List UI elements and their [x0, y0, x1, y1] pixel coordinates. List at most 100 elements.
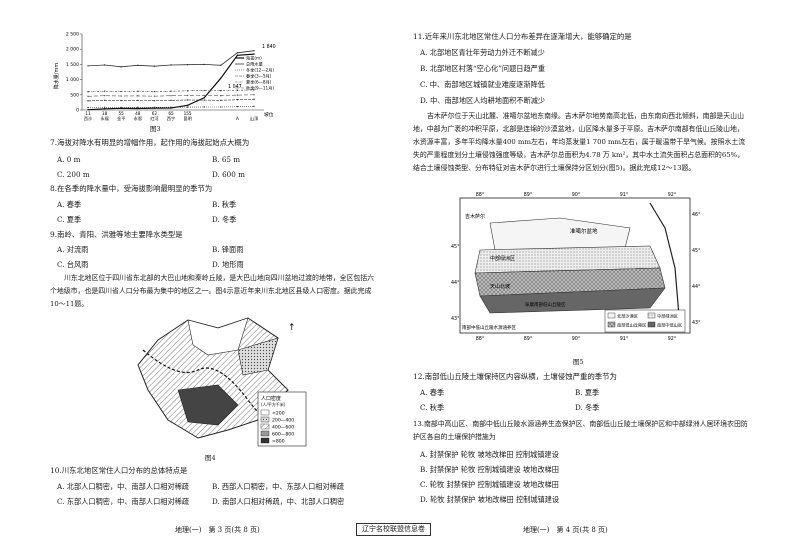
q8-option-d[interactable]: D. 冬季 — [212, 215, 237, 224]
q8-option-a[interactable]: A. 春季 — [57, 200, 82, 209]
q12-option-c[interactable]: C. 秋季 — [420, 403, 445, 412]
series-point — [253, 53, 255, 55]
legend-label: 春季(3—5月) — [246, 73, 272, 80]
series-point — [253, 94, 255, 96]
series-point — [203, 106, 205, 108]
series-line — [87, 53, 255, 111]
q13-option-b[interactable]: B. 封禁保护 轮牧 控制城镇建设 坡地改梯田 — [420, 465, 559, 474]
x-category-label: 62 — [152, 111, 158, 116]
q7-option-a[interactable]: A. 0 m — [57, 155, 81, 164]
series-point — [186, 94, 189, 97]
longitude-label: 91° — [620, 192, 629, 198]
series-point — [170, 90, 172, 92]
series-point — [103, 108, 106, 110]
series-point — [170, 64, 172, 66]
y-tick-label: 2 500 — [66, 32, 79, 38]
series-point — [186, 106, 189, 108]
latitude-label: 46° — [692, 212, 700, 218]
q10-stem: 10.川东北地区常住人口分布的总体特点是 — [50, 466, 188, 475]
latitude-label: 43° — [451, 316, 460, 322]
station-label: 山顶 — [250, 115, 259, 122]
series-point — [236, 89, 239, 91]
x-category-label: 155 — [184, 111, 192, 116]
series-point — [137, 95, 139, 97]
q13-option-d[interactable]: D. 轮牧 封禁保护 坡地改梯田 控制城镇建设 — [420, 495, 560, 504]
north-arrow-icon: ↑ — [288, 323, 296, 333]
zoning-legend-swatch — [647, 321, 656, 328]
north-desert-zone — [489, 217, 631, 251]
q12-option-d[interactable]: D. 冬季 — [575, 403, 600, 412]
longitude-label: 90° — [572, 192, 581, 198]
station-label: A — [236, 116, 239, 121]
station-label: 永恩 — [134, 115, 142, 121]
map-legend-swatch — [260, 416, 270, 423]
q10-option-a[interactable]: A. 北部人口稠密，中、南部人口相对稀疏 — [57, 482, 189, 491]
series-point — [220, 106, 222, 108]
q11-option-d[interactable]: D. 中、南部地区人均耕地面积不断减少 — [420, 96, 546, 105]
q11-option-a[interactable]: A. 北部地区青壮年劳动力外迁不断减少 — [420, 48, 545, 57]
series-point — [220, 89, 222, 92]
zoning-legend-swatch — [607, 312, 616, 319]
y-tick-label: 0 — [76, 108, 79, 114]
map-legend-unit: (人/平方千米) — [261, 401, 286, 407]
series-point — [253, 89, 255, 91]
q11-option-b[interactable]: B. 北部地区村落“空心化”问题日趋严重 — [420, 64, 546, 73]
series-point — [103, 90, 106, 92]
q12-option-b[interactable]: B. 夏季 — [575, 388, 600, 397]
chart-legend: 海拔(m)总降水量冬季(12—2月)春季(3—5月)夏季(6—8月)秋季(9—1… — [235, 55, 274, 92]
longitude-label: 88° — [476, 192, 485, 198]
q9-option-d[interactable]: D. 地形雨 — [212, 260, 244, 269]
series-point — [220, 99, 222, 101]
q12-stem: 12.南部低山丘陵土壤保持区内容纵横，土壤侵蚀严重的季节为 — [413, 372, 617, 381]
q8-option-b[interactable]: B. 秋季 — [212, 200, 237, 209]
q10-option-d[interactable]: D. 南部人口相对稀疏，中、北部人口稠密 — [212, 497, 345, 506]
x-category-label: 55 — [119, 111, 125, 116]
station-label: 西宁 — [167, 115, 175, 122]
mid-zone-label: 中部绿洲区 — [490, 255, 515, 262]
series-point — [253, 105, 255, 108]
series-point — [253, 50, 255, 52]
q10-option-b[interactable]: B. 西部人口稠密，中、东部人口相对稀疏 — [212, 482, 345, 491]
longitude-label: 89° — [524, 192, 533, 198]
q7-option-d[interactable]: D. 600 m — [212, 170, 245, 179]
y-tick-label: 1 000 — [66, 77, 79, 83]
series-point — [103, 95, 106, 97]
series-point — [137, 99, 139, 102]
series-point — [87, 100, 89, 102]
series-point — [137, 64, 139, 67]
north-region-label: 准噶尔盆地 — [570, 227, 598, 235]
q9-option-b[interactable]: B. 锋面雨 — [212, 245, 244, 254]
x-category-label: 48 — [135, 111, 141, 116]
q9-option-c[interactable]: C. 台风雨 — [57, 260, 89, 269]
q9-option-a[interactable]: A. 对流雨 — [57, 245, 89, 254]
x-category-label: 65 — [168, 111, 174, 116]
station-label: 西沙 — [84, 116, 93, 122]
q10-option-c[interactable]: C. 东部人口稠密，中、南部人口相对稀疏 — [57, 497, 190, 506]
series-point — [203, 99, 205, 101]
q7-option-c[interactable]: C. 200 m — [57, 170, 90, 179]
q8-stem: 8.在各季的降水量中，受海拔影响最明显的季节为 — [50, 184, 213, 193]
map-legend-swatch — [260, 437, 270, 444]
zoning-legend-swatch — [607, 321, 616, 328]
q7-option-b[interactable]: B. 65 m — [212, 155, 241, 164]
zoning-legend-label: 南部中低山区 — [657, 322, 682, 329]
q13-option-a[interactable]: A. 封禁保护 轮牧 坡地改梯田 控制城镇建设 — [420, 450, 559, 459]
q12-option-a[interactable]: A. 春季 — [420, 388, 445, 397]
series-point — [220, 95, 222, 97]
series-point — [186, 90, 189, 92]
sichuan-density-map: ↑ 人口密度 (人/平方千米) <200200—400400—600600—80… — [137, 317, 307, 447]
latitude-label: 45° — [692, 248, 700, 254]
sichuan-intro: 川东北地区位于四川省东北部的大巴山地和秦岭丘陵，是大巴山地向四川盆地过渡的地带，… — [50, 274, 375, 308]
longitude-label: 92° — [668, 336, 677, 342]
mountain-zone — [479, 287, 666, 314]
map-legend-label: 600—800 — [272, 432, 294, 438]
map-legend-swatch — [260, 423, 270, 430]
station-label: 红河 — [150, 115, 159, 121]
x-category-label: 11 — [85, 111, 91, 116]
series-point — [87, 106, 89, 109]
legend-label: 海拔(m) — [246, 55, 262, 62]
q13-option-c[interactable]: C. 轮牧 封禁保护 控制城镇建设 坡地改梯田 — [420, 480, 559, 489]
q8-option-c[interactable]: C. 夏季 — [57, 215, 82, 224]
chart-ylabel: 降水量/mm — [53, 63, 60, 90]
q11-option-c[interactable]: C. 中、南部地区城镇就业难度逐渐降低 — [420, 80, 545, 89]
